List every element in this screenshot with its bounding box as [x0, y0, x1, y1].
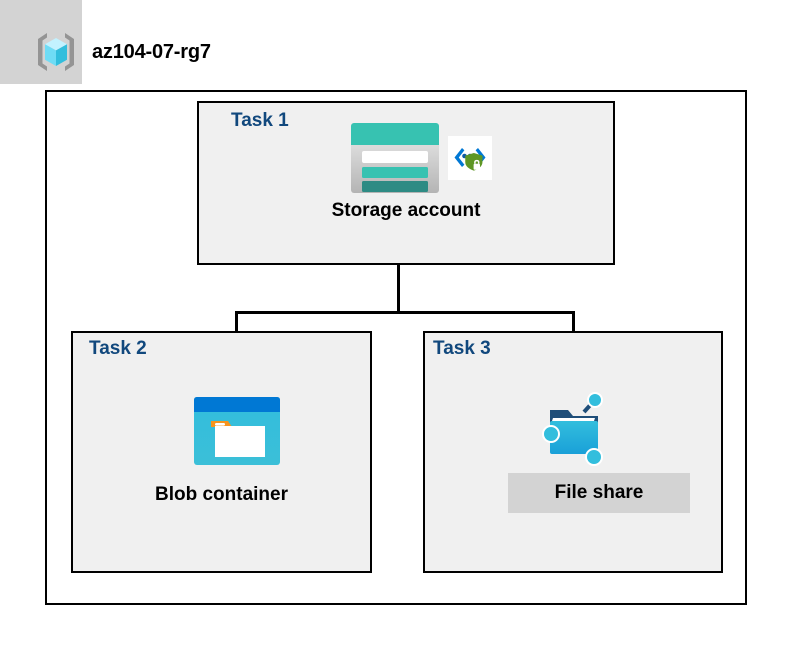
- storage-account-icon: [350, 122, 440, 194]
- secure-transfer-icon: [448, 136, 492, 180]
- task-1-label: Task 1: [231, 110, 289, 131]
- resource-group-icon: [32, 28, 80, 76]
- storage-account-label: Storage account: [331, 200, 481, 221]
- connector-storage-to-bus: [397, 265, 400, 313]
- task-3-label: Task 3: [433, 338, 491, 359]
- resource-group-header: az104-07-rg7: [32, 28, 332, 76]
- file-share-icon: [536, 390, 612, 470]
- connector-horizontal-bus: [235, 311, 575, 314]
- blob-container-icon: [193, 395, 281, 467]
- task-2-box: [71, 331, 372, 573]
- file-share-label: File share: [508, 473, 690, 513]
- resource-group-title: az104-07-rg7: [92, 40, 211, 63]
- blob-container-label: Blob container: [154, 484, 288, 505]
- task-2-label: Task 2: [89, 338, 147, 359]
